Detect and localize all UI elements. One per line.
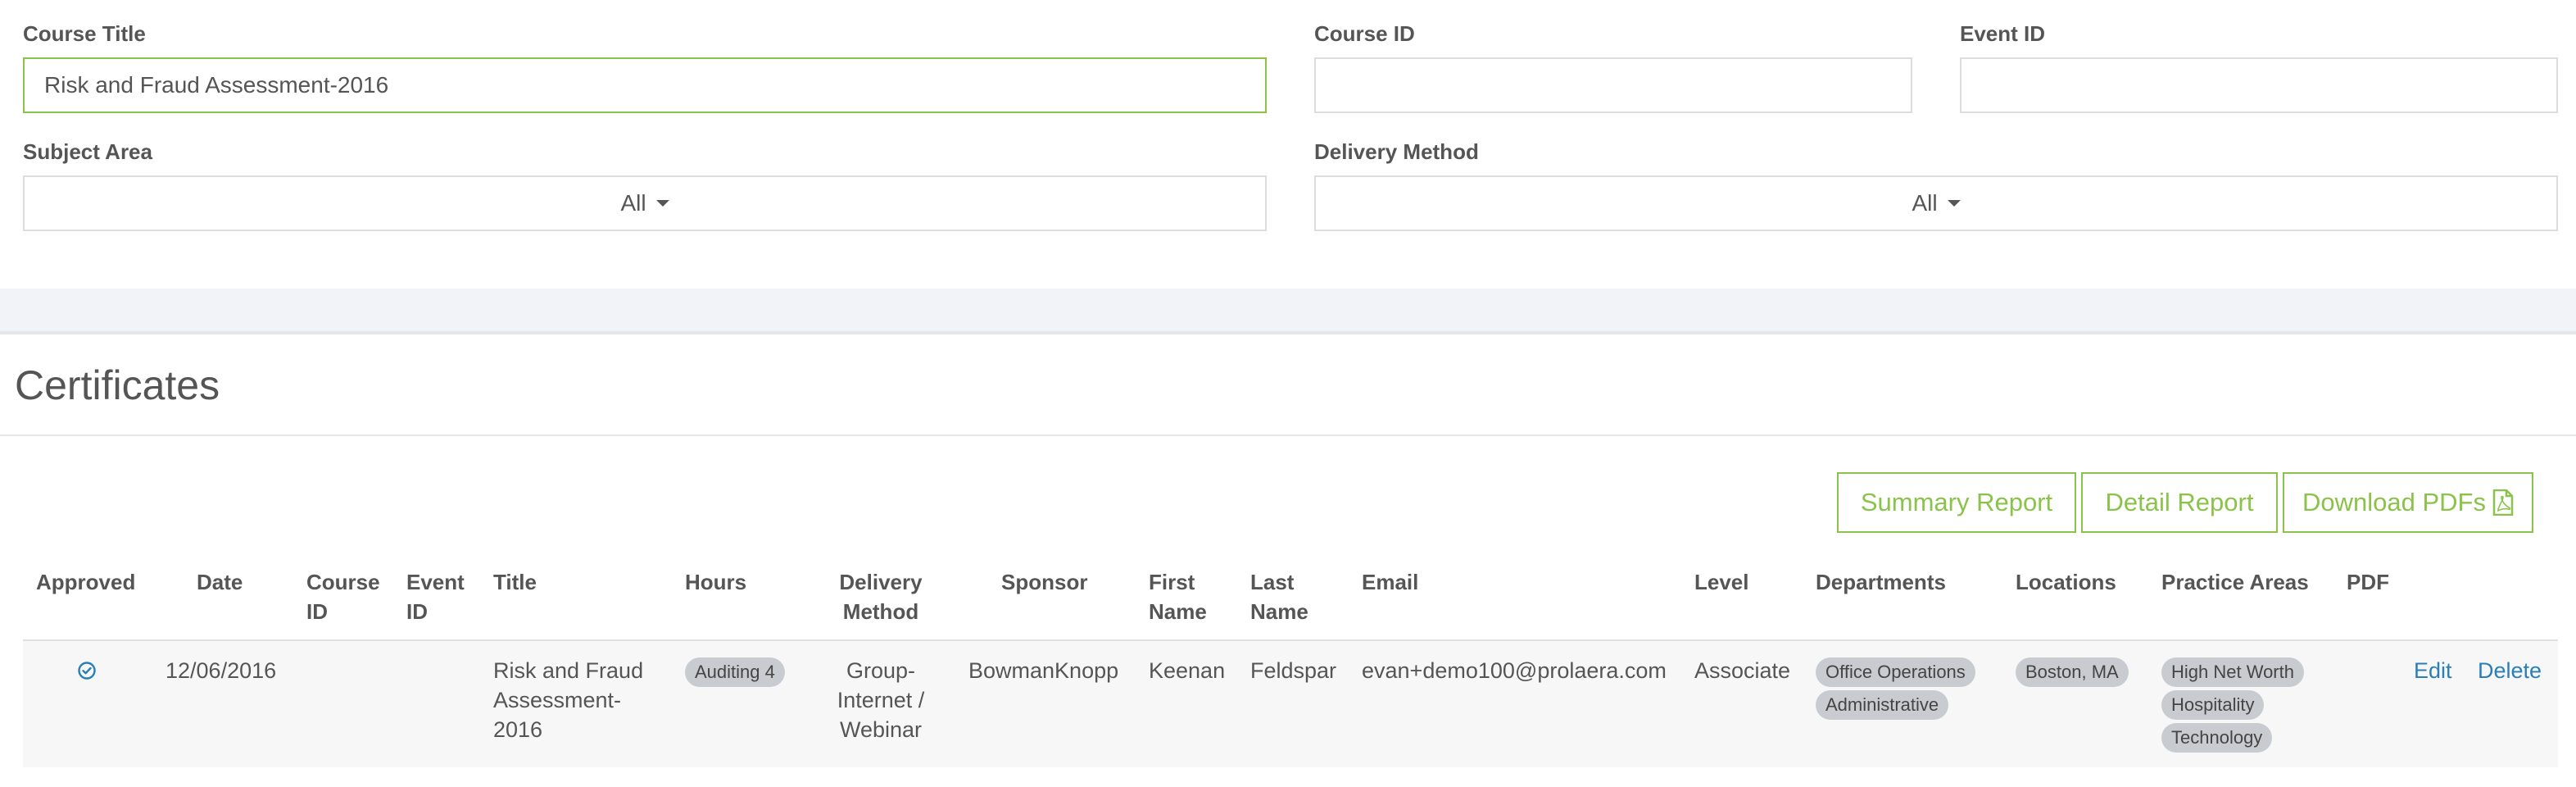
cell-level: Associate	[1694, 658, 1791, 683]
subject-area-value: All	[620, 190, 646, 216]
course-id-label: Course ID	[1314, 21, 1415, 46]
delete-link[interactable]: Delete	[2478, 658, 2542, 683]
col-sponsor: Sponsor	[1001, 570, 1088, 594]
section-divider	[0, 434, 2576, 436]
col-last-name: Last Name	[1250, 570, 1308, 624]
download-pdfs-button[interactable]: Download PDFs	[2283, 472, 2533, 533]
section-separator	[0, 289, 2576, 334]
pdf-file-icon	[2492, 489, 2514, 516]
cell-title: Risk and Fraud Assessment-2016	[493, 658, 644, 742]
col-delivery-method: Delivery Method	[839, 570, 923, 624]
col-first-name: First Name	[1149, 570, 1207, 624]
col-hours: Hours	[685, 570, 747, 594]
check-circle-icon	[77, 661, 97, 680]
practice-area-tag: Technology	[2161, 723, 2273, 753]
col-locations: Locations	[2016, 570, 2116, 594]
detail-report-label: Detail Report	[2105, 488, 2254, 516]
cell-last-name: Feldspar	[1250, 658, 1337, 683]
subject-area-label: Subject Area	[23, 139, 152, 164]
event-id-label: Event ID	[1960, 21, 2046, 46]
cell-sponsor: BowmanKnopp	[968, 658, 1119, 683]
hours-tag: Auditing 4	[685, 657, 785, 687]
cell-email: evan+demo100@prolaera.com	[1362, 658, 1667, 683]
download-pdfs-label: Download PDFs	[2302, 488, 2486, 516]
delivery-method-label: Delivery Method	[1314, 139, 1479, 164]
department-tag: Administrative	[1816, 690, 1949, 720]
subject-area-select[interactable]: All	[23, 175, 1267, 231]
event-id-field[interactable]	[1960, 57, 2558, 113]
cell-practice-areas: High Net Worth Hospitality Technology	[2161, 657, 2304, 753]
caret-down-icon	[1947, 200, 1961, 207]
col-departments: Departments	[1816, 570, 1946, 594]
cell-locations: Boston, MA	[2016, 657, 2129, 687]
course-id-field[interactable]	[1314, 57, 1912, 113]
cell-departments: Office Operations Administrative	[1816, 657, 1975, 720]
cell-hours: Auditing 4	[685, 657, 785, 687]
cell-first-name: Keenan	[1149, 658, 1226, 683]
col-course-id: Course ID	[306, 570, 380, 624]
summary-report-button[interactable]: Summary Report	[1837, 472, 2076, 533]
col-level: Level	[1694, 570, 1749, 594]
edit-link[interactable]: Edit	[2414, 658, 2452, 683]
col-event-id: Event ID	[406, 570, 465, 624]
course-title-input[interactable]	[25, 59, 1265, 111]
col-practice-areas: Practice Areas	[2161, 570, 2309, 594]
summary-report-label: Summary Report	[1860, 488, 2053, 516]
course-title-label: Course Title	[23, 21, 146, 46]
course-id-input[interactable]	[1316, 59, 1911, 111]
certificates-title: Certificates	[15, 362, 220, 408]
practice-area-tag: High Net Worth	[2161, 657, 2304, 687]
cell-delivery-method: Group-Internet / Webinar	[837, 658, 925, 742]
detail-report-button[interactable]: Detail Report	[2081, 472, 2278, 533]
col-email: Email	[1362, 570, 1419, 594]
col-title: Title	[493, 570, 537, 594]
delivery-method-value: All	[1912, 190, 1938, 216]
practice-area-tag: Hospitality	[2161, 690, 2265, 720]
col-date: Date	[197, 570, 243, 594]
delivery-method-select[interactable]: All	[1314, 175, 2558, 231]
event-id-input[interactable]	[1961, 59, 2556, 111]
department-tag: Office Operations	[1816, 657, 1975, 687]
cell-date: 12/06/2016	[166, 658, 277, 683]
col-pdf: PDF	[2347, 570, 2389, 594]
caret-down-icon	[655, 200, 669, 207]
table-row	[23, 639, 2558, 767]
course-title-field[interactable]	[23, 57, 1267, 113]
col-approved: Approved	[36, 570, 136, 594]
location-tag: Boston, MA	[2016, 657, 2129, 687]
